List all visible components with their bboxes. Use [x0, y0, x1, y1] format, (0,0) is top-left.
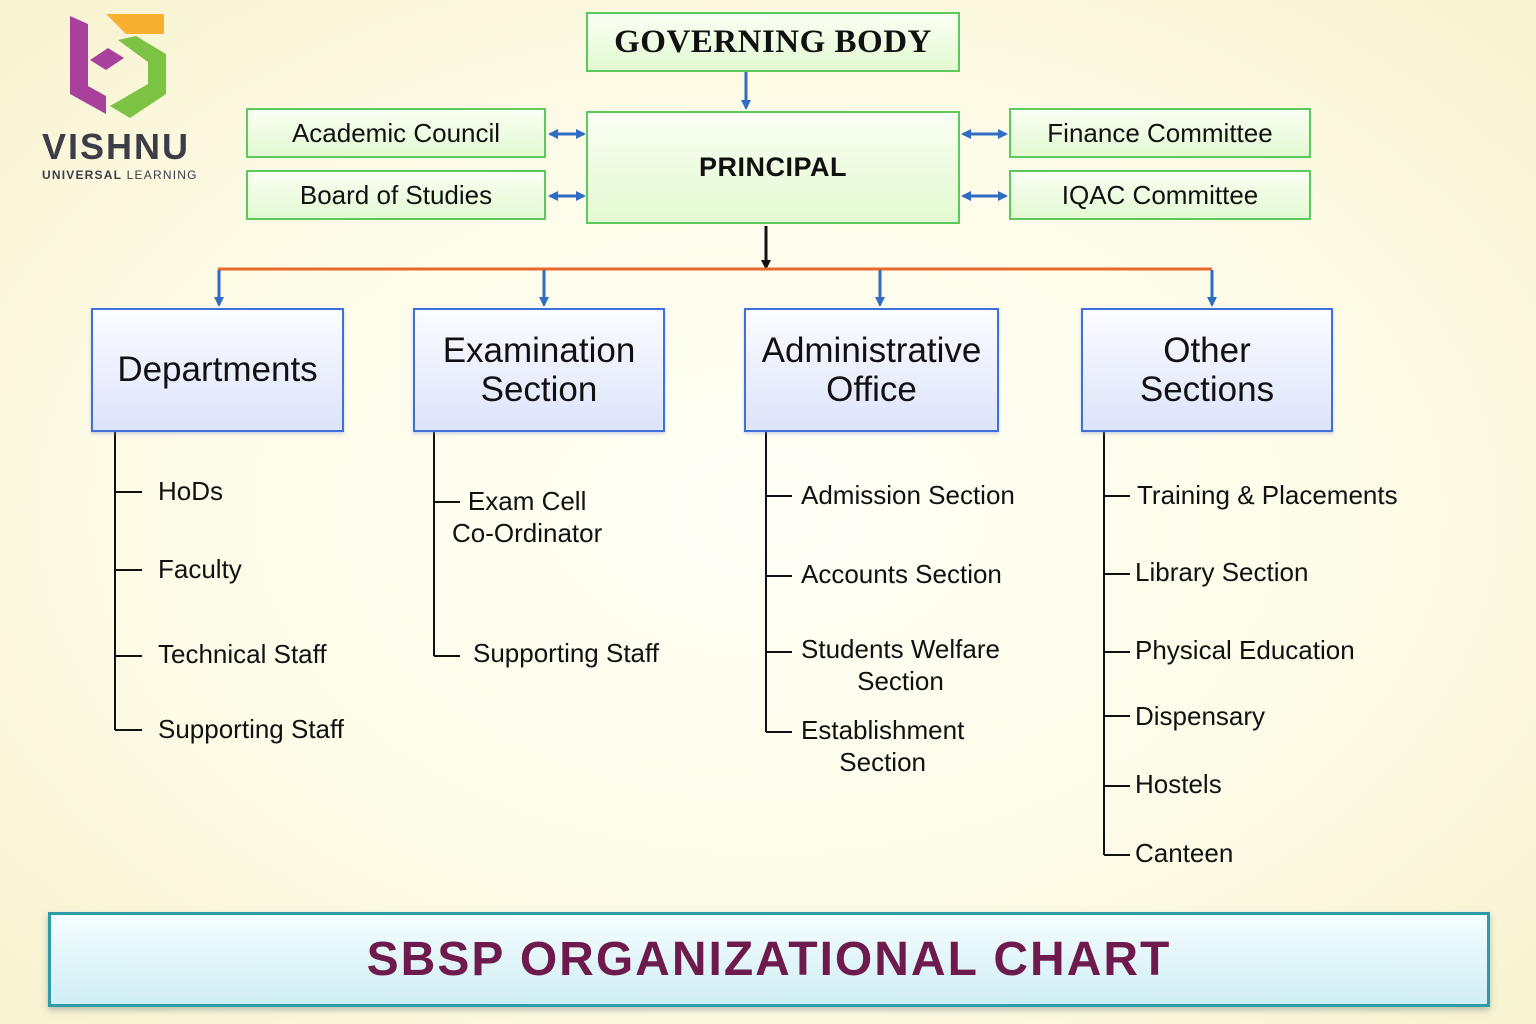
academic-council-box: Academic Council: [246, 108, 546, 158]
departments-title: Departments: [117, 350, 318, 390]
board-of-studies-box: Board of Studies: [246, 170, 546, 220]
footer-banner: SBSP ORGANIZATIONAL CHART: [48, 912, 1490, 1007]
tree-administrative: [765, 432, 792, 733]
list-item: Exam Cell Co-Ordinator: [452, 486, 603, 548]
list-item: Library Section: [1135, 557, 1309, 587]
board-of-studies-label: Board of Studies: [299, 179, 493, 210]
examination-section-title: Examination Section: [442, 330, 636, 409]
examination-section-box: Examination Section: [413, 308, 665, 432]
other-sections-box: Other Sections: [1081, 308, 1333, 432]
chart-title: SBSP ORGANIZATIONAL CHART: [366, 933, 1172, 986]
list-item: Hostels: [1135, 769, 1222, 799]
finance-committee-label: Finance Committee: [1047, 117, 1273, 148]
principal-box: PRINCIPAL: [586, 111, 960, 224]
list-item: Canteen: [1135, 838, 1234, 868]
logo-wordmark: VISHNU: [42, 126, 191, 167]
governing-body-box: GOVERNING BODY: [586, 12, 960, 72]
list-item: Training & Placements: [1137, 480, 1398, 510]
list-item: Admission Section: [801, 480, 1015, 510]
list-item: Students Welfare Section: [801, 634, 1000, 696]
principal-label: PRINCIPAL: [698, 152, 847, 182]
departments-box: Departments: [91, 308, 344, 432]
governing-body-label: GOVERNING BODY: [614, 23, 932, 60]
list-item: Supporting Staff: [158, 714, 344, 744]
finance-committee-box: Finance Committee: [1009, 108, 1311, 158]
list-item: Accounts Section: [801, 559, 1002, 589]
list-item: Establishment Section: [801, 715, 965, 777]
list-item: Faculty: [158, 554, 242, 584]
iqac-committee-label: IQAC Committee: [1061, 179, 1259, 210]
tree-departments: [114, 432, 142, 731]
academic-council-label: Academic Council: [291, 117, 501, 148]
administrative-office-title: Administrative Office: [761, 330, 982, 409]
list-item: Physical Education: [1135, 635, 1355, 665]
other-sections-title: Other Sections: [1139, 330, 1275, 409]
iqac-committee-box: IQAC Committee: [1009, 170, 1311, 220]
administrative-office-box: Administrative Office: [744, 308, 999, 432]
logo-mark-icon: [70, 14, 166, 118]
list-item: Supporting Staff: [473, 638, 659, 668]
logo-subtitle: UNIVERSAL LEARNING: [42, 168, 198, 182]
tree-other: [1103, 432, 1130, 856]
list-item: HoDs: [158, 476, 224, 506]
tree-examination: [433, 432, 460, 657]
list-item: Technical Staff: [158, 639, 327, 669]
list-item: Dispensary: [1135, 701, 1266, 731]
